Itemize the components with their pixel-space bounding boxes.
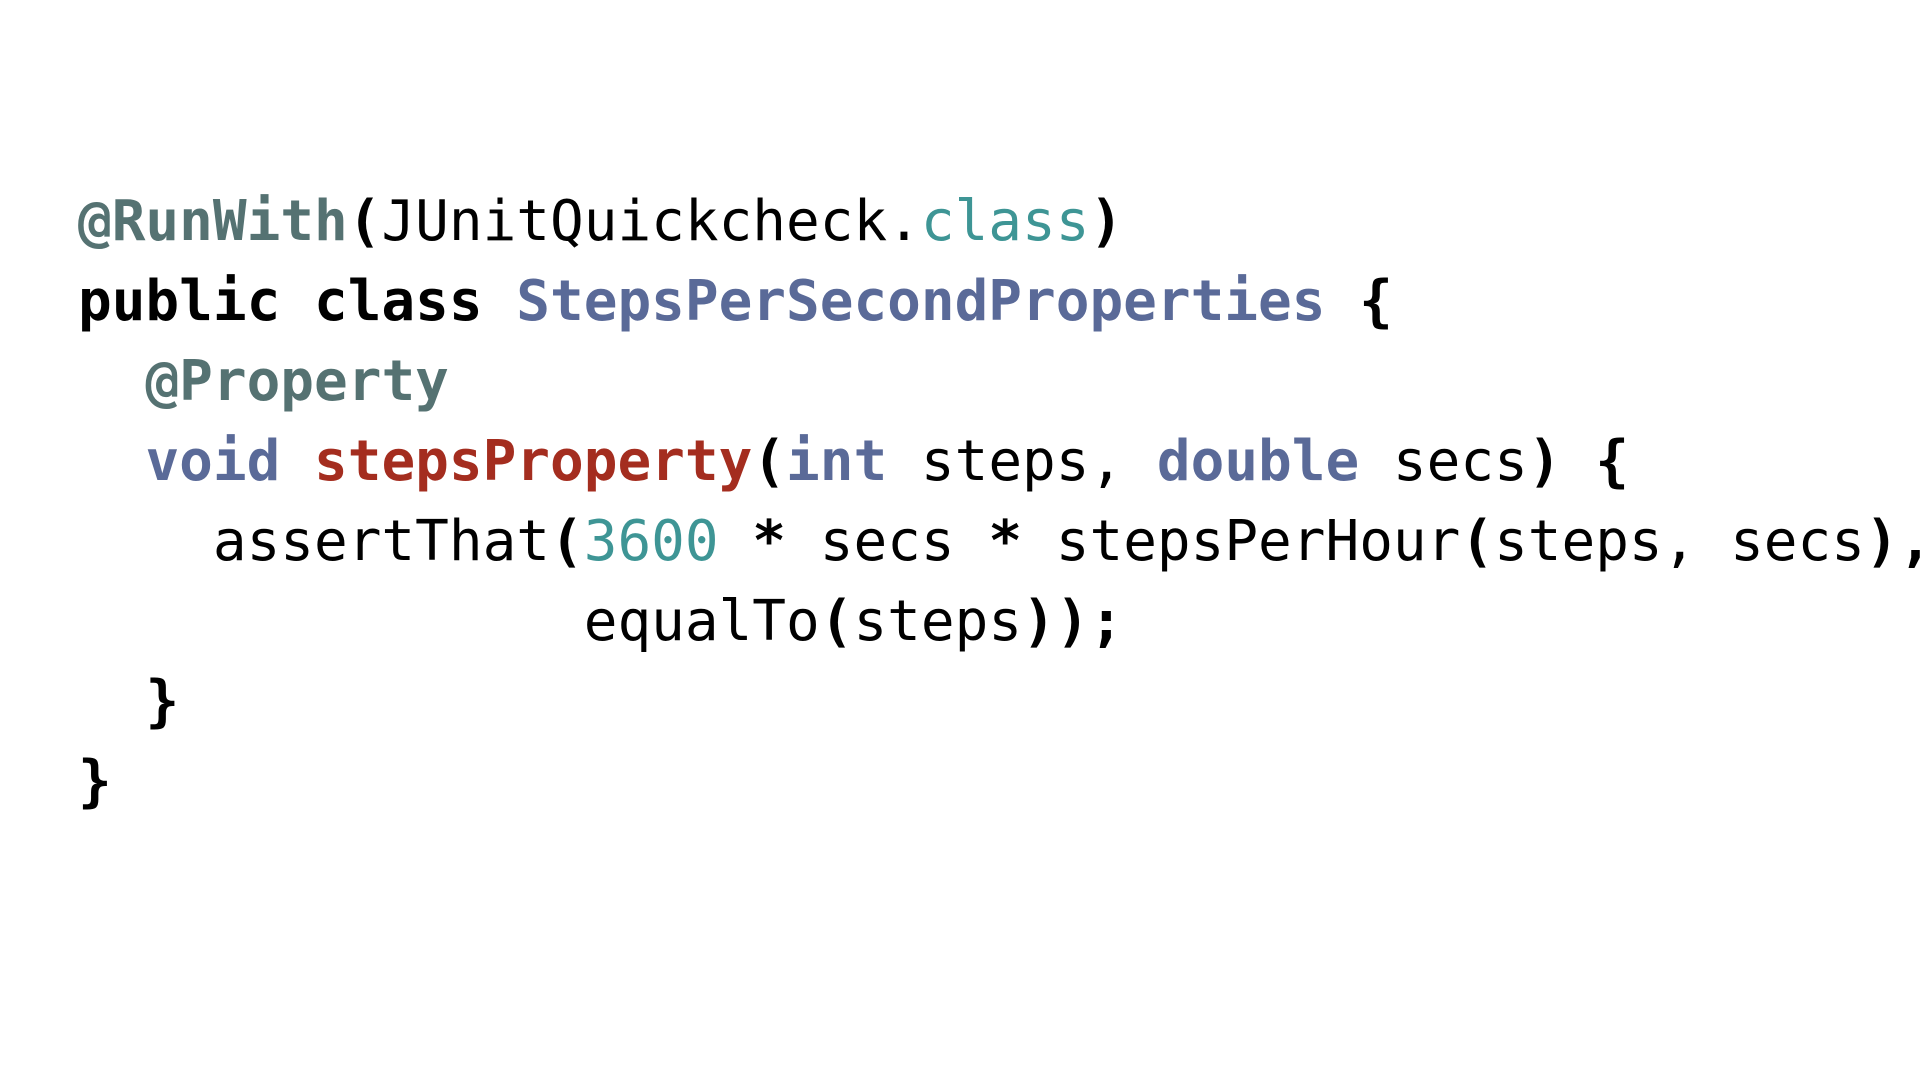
line-indent xyxy=(78,509,213,574)
line-indent xyxy=(78,349,145,414)
int-keyword: int xyxy=(786,429,888,494)
close-paren-comma: ), xyxy=(1864,509,1920,574)
code-line-8: } xyxy=(78,742,1920,822)
close-paren-brace: ) { xyxy=(1527,429,1629,494)
code-line-7: } xyxy=(78,662,1920,742)
code-line-2: public class StepsPerSecondProperties { xyxy=(78,262,1920,342)
code-line-3: @Property xyxy=(78,342,1920,422)
class-declaration-name: StepsPerSecondProperties xyxy=(516,269,1326,334)
close-parens-semicolon: )); xyxy=(1022,589,1124,654)
param-steps: steps, xyxy=(887,429,1157,494)
open-paren: ( xyxy=(1460,509,1495,574)
multiply-operator: * xyxy=(954,509,1056,574)
runner-class-name: JUnitQuickcheck. xyxy=(381,189,921,254)
void-keyword: void xyxy=(145,429,315,494)
open-paren: ( xyxy=(347,189,382,254)
line-indent xyxy=(78,429,145,494)
method-close-brace: } xyxy=(145,669,180,734)
line-indent xyxy=(78,589,584,654)
code-line-6: equalTo(steps)); xyxy=(78,582,1920,662)
double-keyword: double xyxy=(1156,429,1360,494)
public-class-keywords: public class xyxy=(78,269,517,334)
param-secs: secs xyxy=(1359,429,1528,494)
multiply-operator: * xyxy=(718,509,820,574)
assert-that-call: assertThat xyxy=(212,509,551,574)
line-indent xyxy=(78,669,145,734)
open-paren: ( xyxy=(819,589,854,654)
open-brace: { xyxy=(1325,269,1393,334)
code-line-1: @RunWith(JUnitQuickcheck.class) xyxy=(78,182,1920,262)
number-literal: 3600 xyxy=(583,509,719,574)
close-paren: ) xyxy=(1089,189,1124,254)
open-paren: ( xyxy=(752,429,787,494)
class-close-brace: } xyxy=(78,749,112,814)
steps-per-hour-call: stepsPerHour xyxy=(1055,509,1461,574)
method-name: stepsProperty xyxy=(314,429,753,494)
annotation-property: @Property xyxy=(145,349,449,414)
code-block: @RunWith(JUnitQuickcheck.class)public cl… xyxy=(78,182,1920,822)
secs-identifier: secs xyxy=(819,509,955,574)
open-paren: ( xyxy=(550,509,584,574)
equal-to-call: equalTo xyxy=(583,589,820,654)
code-line-5: assertThat(3600 * secs * stepsPerHour(st… xyxy=(78,502,1920,582)
annotation-runwith: @RunWith xyxy=(78,189,348,254)
call-arguments: steps, secs xyxy=(1494,509,1865,574)
code-line-4: void stepsProperty(int steps, double sec… xyxy=(78,422,1920,502)
class-literal: class xyxy=(920,189,1090,254)
steps-argument: steps xyxy=(853,589,1023,654)
